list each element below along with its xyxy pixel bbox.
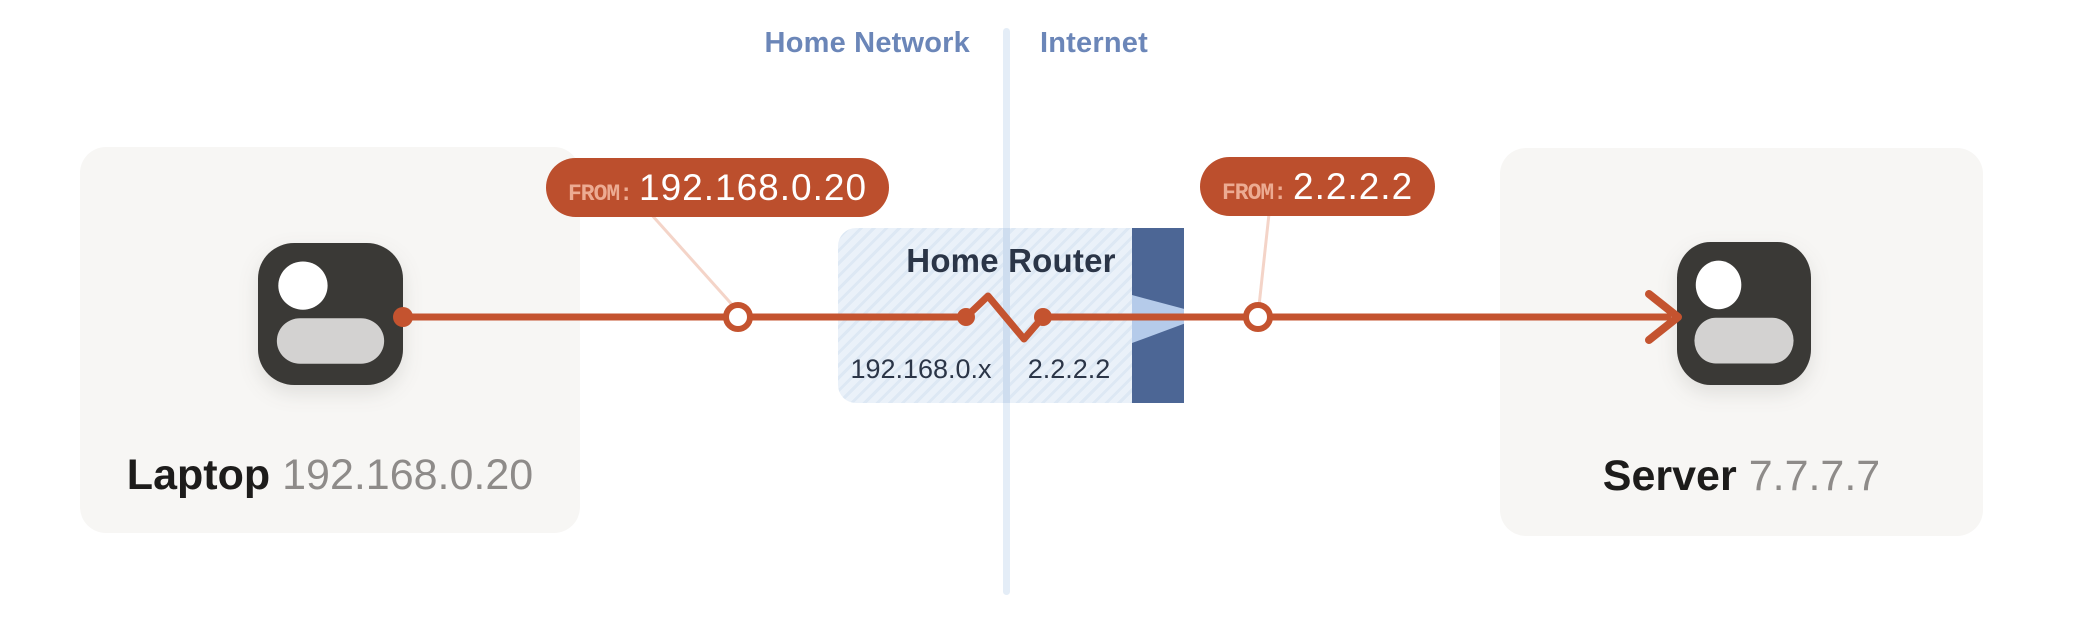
- packet-translated-badge: FROM: 2.2.2.2: [1200, 157, 1436, 216]
- internet-region-label: Internet: [1040, 27, 1148, 59]
- device-icon-body: [276, 318, 385, 364]
- badge-connector-line-lan: [648, 211, 738, 311]
- laptop-ip: 192.168.0.20: [282, 451, 534, 499]
- server-name: Server: [1602, 452, 1737, 500]
- server-device-icon: [1677, 242, 1811, 385]
- capture-point-wan-circle: [1243, 302, 1273, 332]
- router-title: Home Router: [906, 242, 1116, 279]
- router-wan-ip: 2.2.2.2: [1027, 354, 1111, 384]
- packet-source-address: 192.168.0.20: [639, 167, 868, 208]
- laptop-name: Laptop: [126, 451, 271, 499]
- laptop-device-icon: [258, 243, 403, 385]
- device-icon-shell: [258, 243, 403, 385]
- device-icon-head: [278, 261, 328, 310]
- packet-translated-prefix: FROM:: [1222, 180, 1287, 206]
- device-icon-head: [1695, 260, 1742, 310]
- packet-translated-address: 2.2.2.2: [1293, 166, 1414, 207]
- server-ip: 7.7.7.7: [1748, 452, 1881, 500]
- home-router-box: Home Router 192.168.0.x 2.2.2.2: [838, 228, 1184, 403]
- home-network-region-label: Home Network: [764, 27, 970, 59]
- capture-point-lan-circle: [723, 302, 753, 332]
- device-icon-body: [1694, 317, 1794, 364]
- packet-source-prefix: FROM:: [568, 181, 633, 207]
- router-lan-ip: 192.168.0.x: [850, 354, 992, 384]
- badge-connector-line-wan: [1257, 213, 1271, 307]
- packet-source-badge: FROM: 192.168.0.20: [546, 158, 890, 217]
